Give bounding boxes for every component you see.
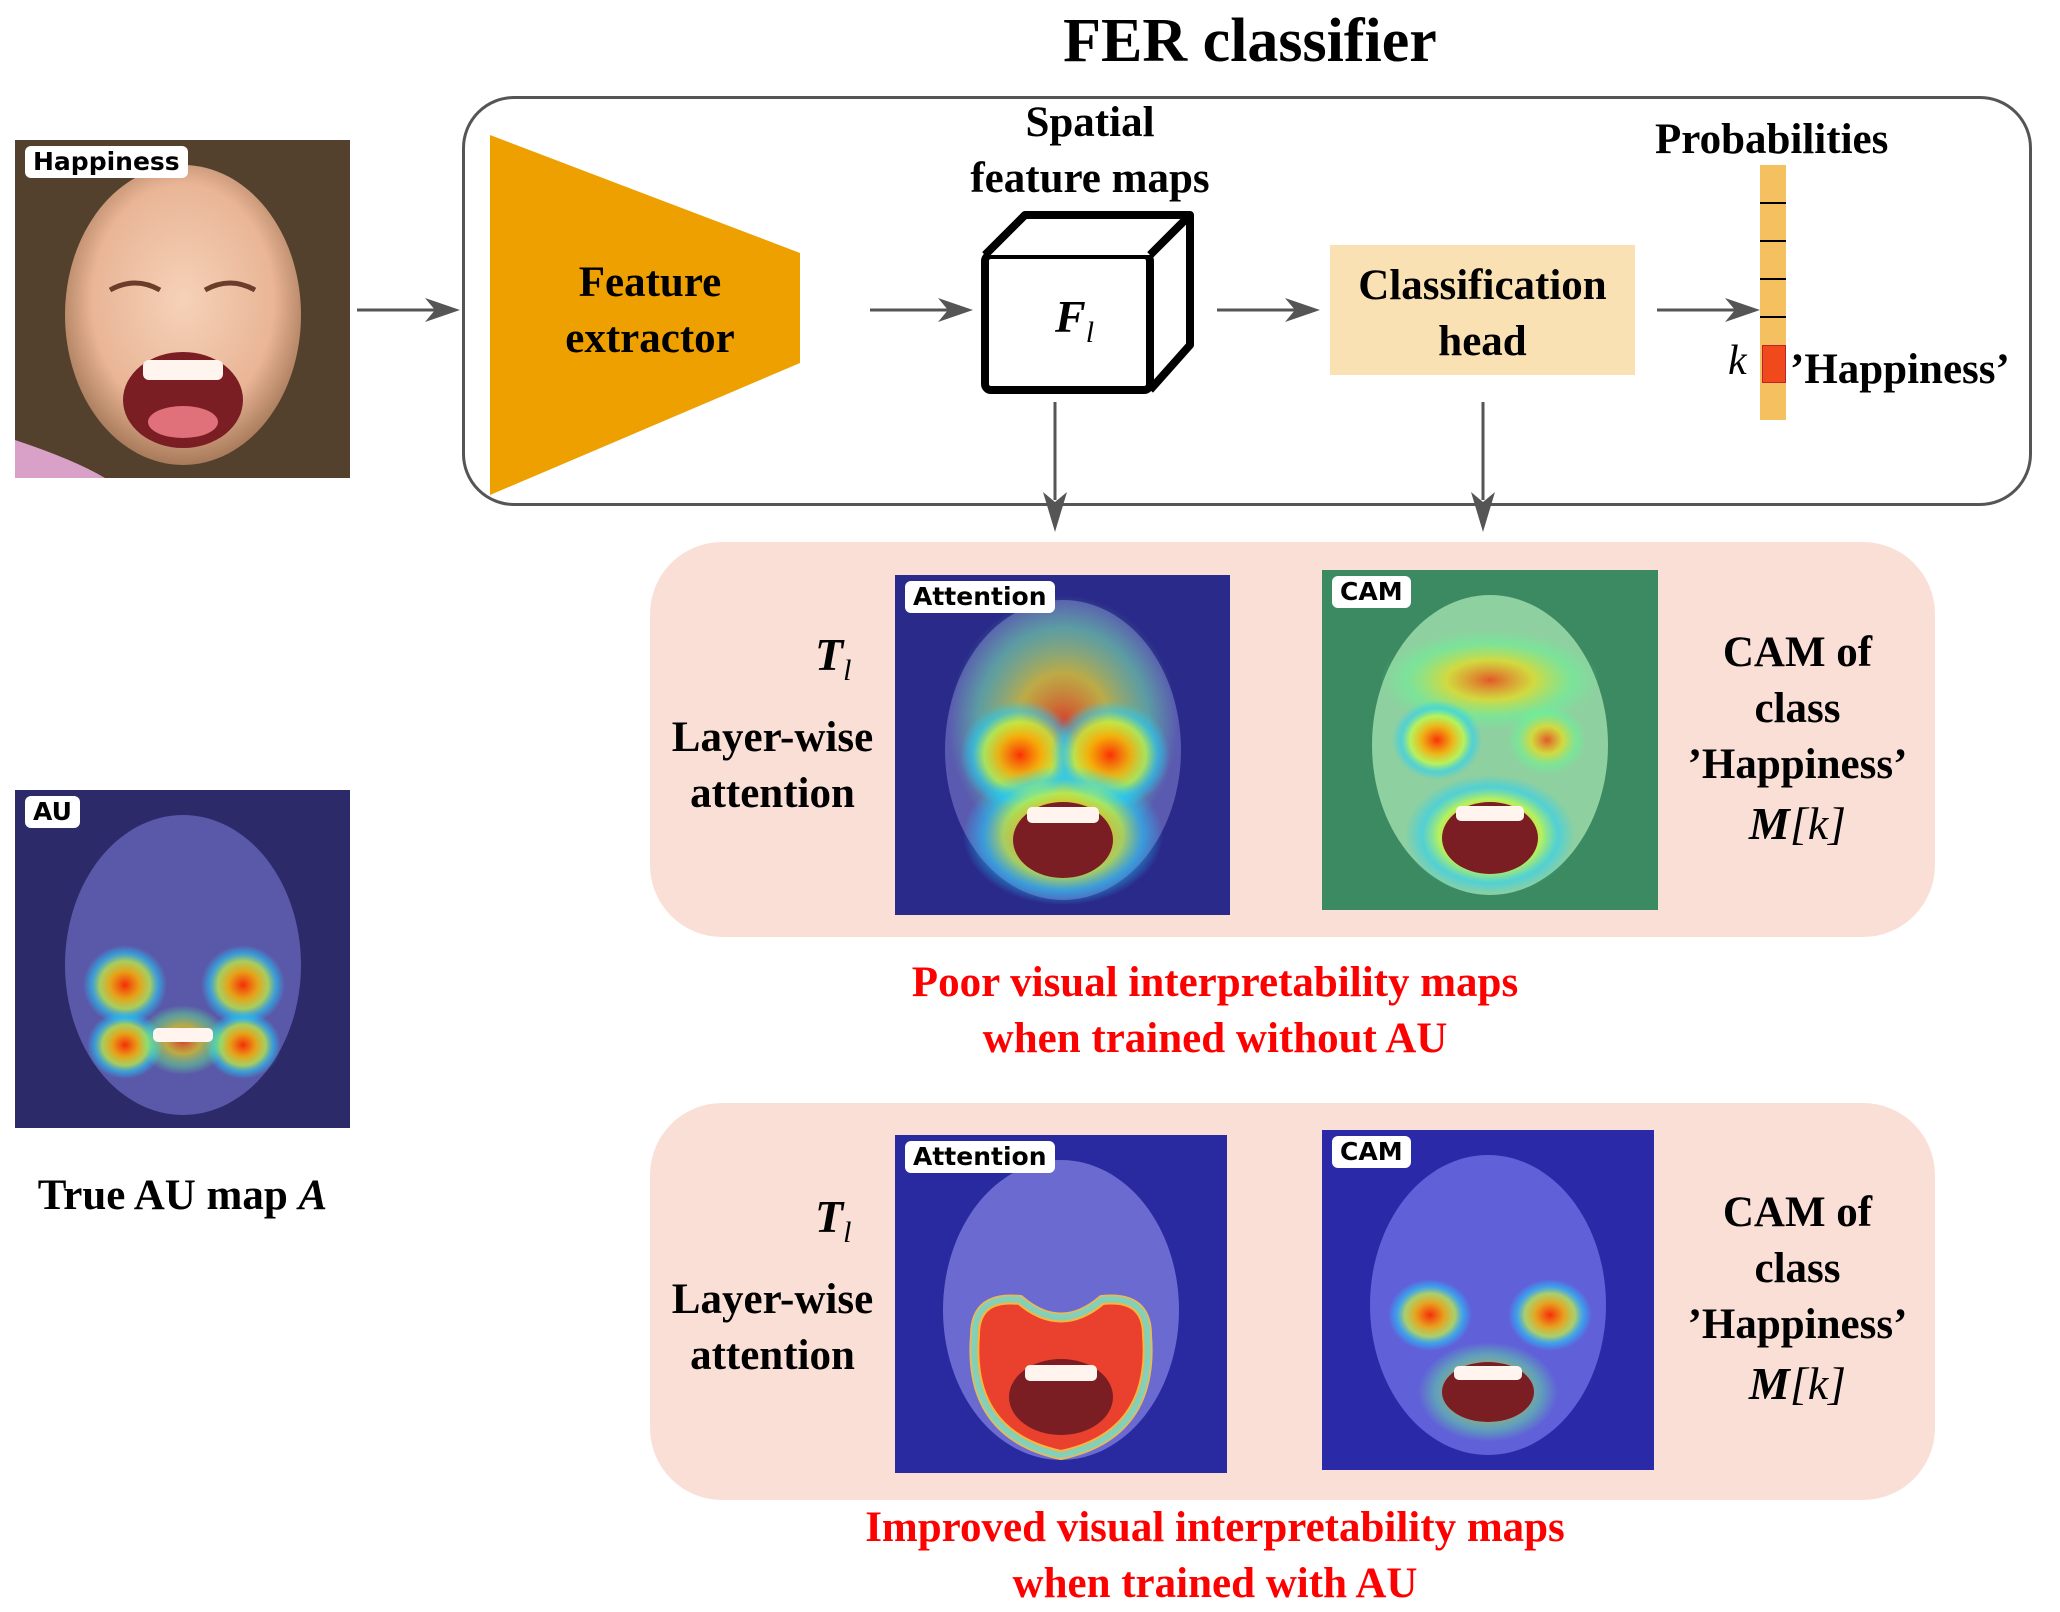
caption-without-au: Poor visual interpretability maps when t…	[911, 959, 1519, 1062]
cam-of-class-label-top: CAM of class ’Happiness’	[1687, 629, 1908, 788]
arrow-head-to-probabilities	[1657, 298, 1760, 322]
caption-with-au: Improved visual interpretability maps wh…	[865, 1504, 1565, 1607]
emotion-label-tag: Happiness	[25, 146, 188, 178]
cam-tag-bottom: CAM	[1332, 1136, 1411, 1168]
arrow-features-to-attention	[1043, 402, 1067, 532]
fer-classifier-frame	[462, 96, 2032, 506]
cam-heatmap-top	[1322, 570, 1658, 910]
panel-without-au	[650, 542, 1935, 937]
arrow-input-to-classifier	[357, 298, 460, 322]
cam-of-class-label-bottom: CAM of class ’Happiness’	[1687, 1189, 1908, 1348]
face-photo	[15, 140, 350, 478]
attention-tag-bottom: Attention	[905, 1141, 1055, 1173]
probabilities-label: Probabilities	[1655, 116, 1889, 163]
arrow-head-to-cam	[1471, 402, 1495, 532]
layer-wise-attention-label-bottom: Layer-wise attention	[671, 1276, 874, 1379]
diagram-title: FER classifier	[1063, 7, 1437, 75]
class-index-k: k	[1728, 338, 1747, 384]
au-heatmap	[15, 790, 350, 1128]
input-face-image: Happiness	[15, 140, 350, 478]
classification-head-block	[1330, 245, 1635, 375]
m-k-symbol-bottom: M[k]	[1748, 1358, 1847, 1409]
spatial-feature-maps-label: Spatial feature maps	[970, 99, 1210, 202]
probability-ticks	[1760, 202, 1786, 318]
cam-tag-top: CAM	[1332, 576, 1411, 608]
arrow-features-to-head	[1217, 298, 1320, 322]
au-map-image: AU	[15, 790, 350, 1128]
layer-wise-attention-label-top: Layer-wise attention	[671, 714, 874, 817]
feature-extractor-block	[490, 135, 800, 495]
attention-map-top: Attention	[895, 575, 1230, 915]
classification-head-label: Classification head	[1358, 262, 1607, 365]
cam-map-bottom: CAM	[1322, 1130, 1654, 1470]
predicted-class-label: ’Happiness’	[1790, 346, 2010, 393]
au-tag: AU	[25, 796, 80, 828]
arrow-extractor-to-features	[870, 298, 973, 322]
probability-selected-class	[1762, 345, 1786, 383]
m-k-symbol-top: M[k]	[1748, 798, 1847, 849]
true-au-map-caption: True AU map A	[37, 1172, 328, 1219]
feature-symbol: Fl	[1055, 291, 1095, 350]
feature-map-cube	[981, 211, 1194, 394]
panel-with-au	[650, 1103, 1935, 1500]
tl-symbol-bottom: Tl	[815, 1191, 852, 1250]
attention-heatmap-bottom	[895, 1135, 1227, 1473]
cam-map-top: CAM	[1322, 570, 1658, 910]
feature-extractor-label: Feature extractor	[565, 259, 735, 362]
attention-map-bottom: Attention	[895, 1135, 1227, 1473]
tl-symbol-top: Tl	[815, 629, 852, 688]
attention-tag-top: Attention	[905, 581, 1055, 613]
cam-heatmap-bottom	[1322, 1130, 1654, 1470]
attention-heatmap-top	[895, 575, 1230, 915]
